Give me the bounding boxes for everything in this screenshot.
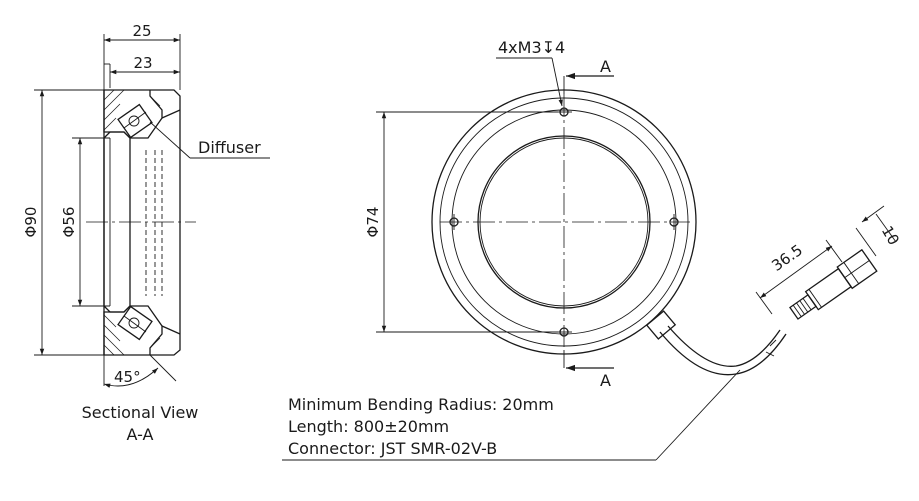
section-mark-bottom-label: A bbox=[600, 371, 611, 390]
cable bbox=[659, 325, 787, 376]
dim-inner-width-label: 23 bbox=[133, 54, 152, 72]
note-length: Length: 800±20mm bbox=[288, 417, 449, 436]
hole-callout-label: 4xM3↧4 bbox=[498, 38, 565, 57]
diffuser-label: Diffuser bbox=[198, 138, 261, 157]
angle-dim: 45° bbox=[103, 354, 177, 388]
section-mark-top: A bbox=[563, 57, 614, 94]
dim-hole-pitch: Φ74 bbox=[364, 112, 387, 332]
bottom-hatching bbox=[103, 314, 161, 356]
sectional-caption-title: Sectional View bbox=[82, 403, 199, 422]
hole-callout: 4xM3↧4 bbox=[496, 38, 565, 107]
connector bbox=[789, 248, 878, 320]
angle-label: 45° bbox=[114, 368, 141, 386]
sectional-body bbox=[86, 89, 196, 356]
section-mark-bottom: A bbox=[563, 350, 614, 390]
dim-outer-diameter-label: Φ90 bbox=[22, 207, 40, 238]
sectional-view: 25 23 Φ90 Φ56 bbox=[22, 22, 270, 444]
sectional-caption-section: A-A bbox=[127, 425, 154, 444]
dim-connector-width: 10 bbox=[855, 205, 903, 257]
dim-connector-length: 36.5 bbox=[755, 239, 843, 315]
note-bending-radius: Minimum Bending Radius: 20mm bbox=[288, 395, 554, 414]
dim-inner-diameter: Φ56 bbox=[60, 138, 83, 306]
dim-overall-width-label: 25 bbox=[132, 22, 151, 40]
diffuser-callout: Diffuser bbox=[149, 121, 270, 159]
dim-outer-diameter: Φ90 bbox=[22, 90, 45, 355]
notes-leader bbox=[282, 369, 741, 461]
note-connector: Connector: JST SMR-02V-B bbox=[288, 439, 497, 458]
front-view: 4xM3↧4 A A Φ74 bbox=[282, 38, 903, 461]
dim-inner-diameter-label: Φ56 bbox=[60, 207, 78, 238]
mounting-holes bbox=[449, 107, 679, 337]
dim-inner-width: 23 bbox=[110, 54, 180, 75]
notes: Minimum Bending Radius: 20mm Length: 800… bbox=[288, 395, 554, 458]
dim-hole-pitch-label: Φ74 bbox=[364, 207, 382, 238]
section-mark-top-label: A bbox=[600, 57, 611, 76]
dim-connector-length-label: 36.5 bbox=[768, 241, 806, 275]
dim-connector-width-label: 10 bbox=[878, 223, 903, 249]
cable-boss bbox=[645, 310, 677, 340]
top-hatching bbox=[103, 89, 161, 131]
dim-overall-width: 25 bbox=[104, 22, 180, 43]
